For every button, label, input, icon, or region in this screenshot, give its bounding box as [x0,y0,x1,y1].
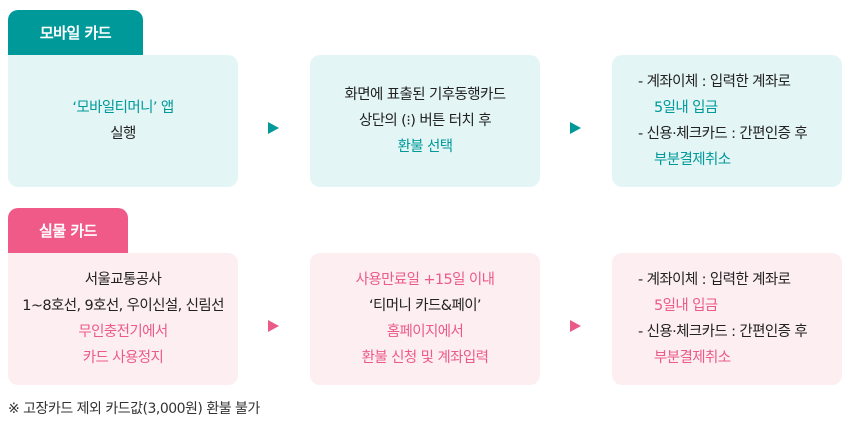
physical-step-1-line-2: 1~8호선, 9호선, 우이신설, 신림선 [22,298,224,314]
physical-step-3-item-1-highlight: 5일내 입금 [654,298,718,314]
physical-step-2-line-4: 환불 신청 및 계좌입력 [361,350,489,366]
mobile-step-3-item-1-highlight: 5일내 입금 [654,100,718,116]
footnote: ※ 고장카드 제외 카드값(3,000원) 환불 불가 [8,401,260,417]
physical-step-3-item-2: - 신용·체크카드 : 간편인증 후 [638,324,808,340]
mobile-step-3-item-2-highlight: 부분결제취소 [654,152,731,168]
physical-step-1: 서울교통공사 1~8호선, 9호선, 우이신설, 신림선 무인충전기에서 카드 … [8,253,238,385]
physical-step-2-line-1: 사용만료일 +15일 이내 [355,272,495,288]
arrow-right-icon [268,320,279,332]
physical-card-tab: 실물 카드 [8,208,128,253]
arrow-right-icon [570,122,581,134]
physical-step-1-line-4: 카드 사용정지 [82,350,164,366]
physical-step-3-item-1: - 계좌이체 : 입력한 계좌로 [638,272,791,288]
mobile-card-tab: 모바일 카드 [8,10,143,55]
physical-step-3: - 계좌이체 : 입력한 계좌로 5일내 입금 - 신용·체크카드 : 간편인증… [612,253,842,385]
mobile-step-3-item-1: - 계좌이체 : 입력한 계좌로 [638,74,791,90]
mobile-step-1: ‘모바일티머니’ 앱 실행 [8,55,238,187]
physical-step-1-line-1: 서울교통공사 [84,272,162,288]
arrow-right-icon [268,122,279,134]
physical-step-2: 사용만료일 +15일 이내 ‘티머니 카드&페이’ 홈페이지에서 환불 신청 및… [310,253,540,385]
mobile-step-1-line-2: 실행 [110,126,136,142]
mobile-step-2: 화면에 표출된 기후동행카드 상단의 (⁝) 버튼 터치 후 환불 선택 [310,55,540,187]
mobile-step-2-line-3: 환불 선택 [397,139,454,155]
physical-step-1-line-3: 무인충전기에서 [78,324,168,340]
physical-step-3-item-2-highlight: 부분결제취소 [654,350,731,366]
mobile-step-3-item-2: - 신용·체크카드 : 간편인증 후 [638,126,808,142]
physical-step-2-line-2: ‘티머니 카드&페이’ [369,298,482,314]
mobile-step-1-line-1: ‘모바일티머니’ 앱 [72,100,174,116]
physical-step-2-line-3: 홈페이지에서 [386,324,464,340]
arrow-right-icon [570,320,581,332]
mobile-step-2-line-1: 화면에 표출된 기후동행카드 [344,87,507,103]
mobile-step-2-line-2: 상단의 (⁝) 버튼 터치 후 [358,113,492,129]
mobile-step-3: - 계좌이체 : 입력한 계좌로 5일내 입금 - 신용·체크카드 : 간편인증… [612,55,842,187]
